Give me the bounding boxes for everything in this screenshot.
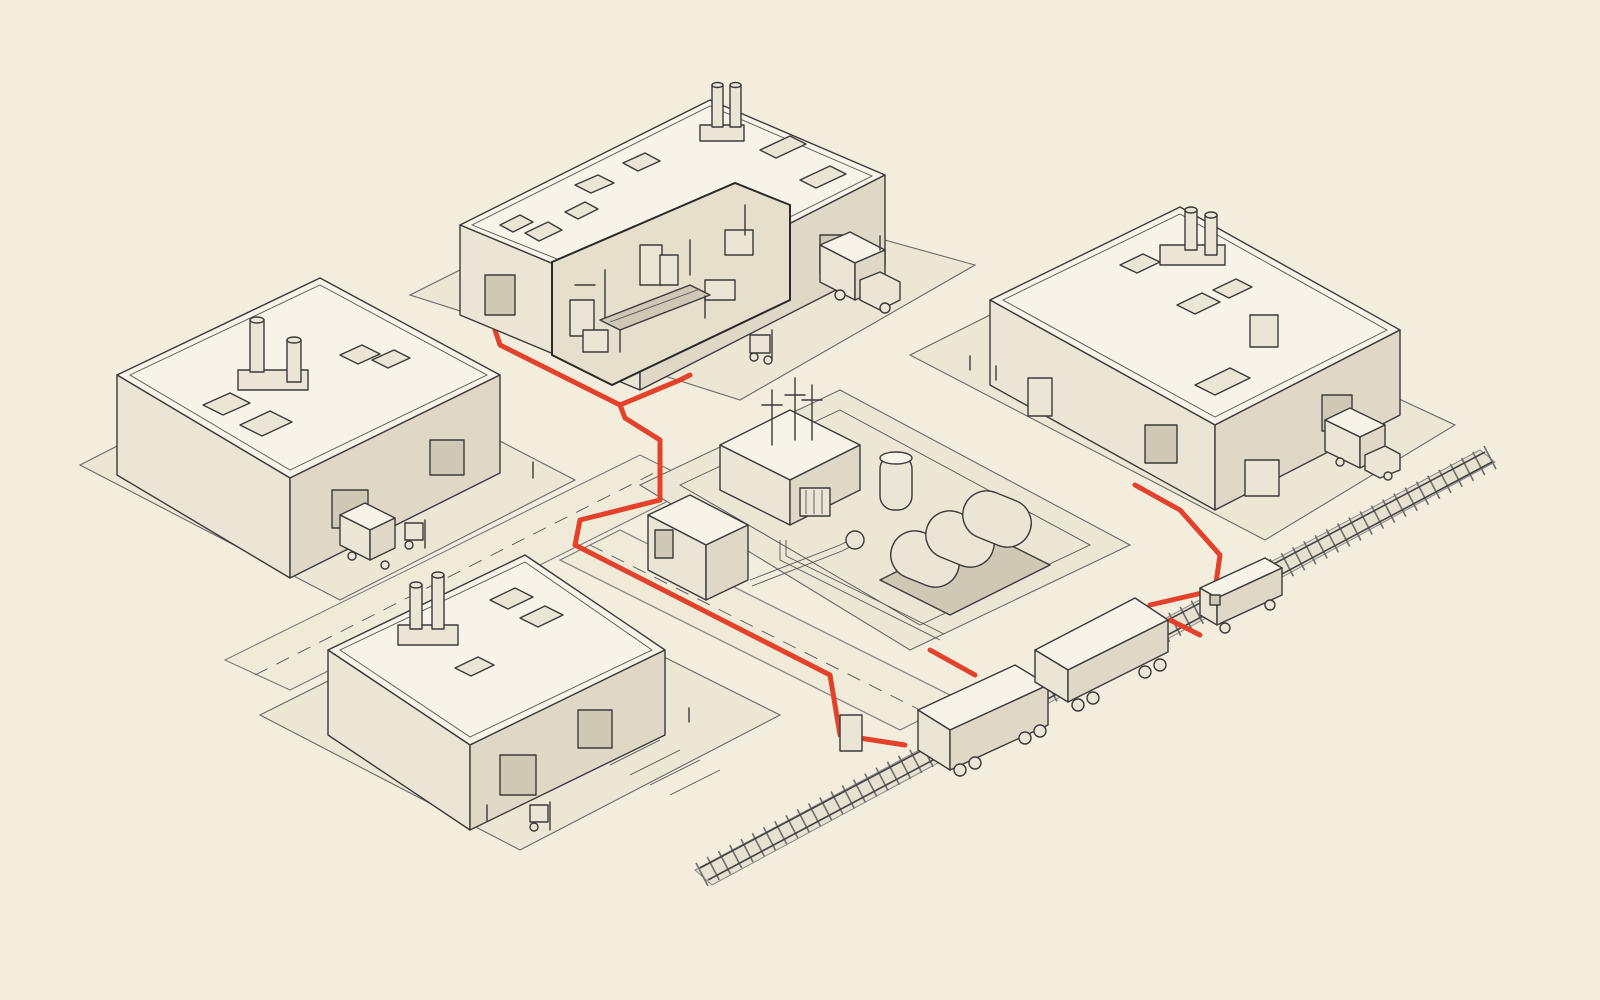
rail-tie bbox=[1325, 529, 1340, 553]
trackside-cabinet bbox=[839, 714, 863, 752]
rooftop-hvac-units bbox=[454, 587, 564, 677]
rail-tie bbox=[1179, 606, 1193, 631]
rail-tie bbox=[864, 773, 878, 798]
roll-up-door bbox=[577, 709, 613, 749]
rail-tie bbox=[1381, 499, 1396, 523]
rail-tie bbox=[762, 826, 777, 851]
rail-tie bbox=[1449, 463, 1463, 488]
rail-tie bbox=[785, 814, 799, 839]
rooftop-stacks bbox=[1159, 206, 1226, 266]
electrical-substation bbox=[719, 377, 861, 526]
insulator-towers bbox=[761, 377, 823, 446]
warehouse-west bbox=[116, 277, 501, 579]
warehouse-east bbox=[989, 206, 1401, 511]
rail-tie bbox=[886, 761, 901, 786]
forklift bbox=[404, 519, 426, 550]
roll-up-door bbox=[1144, 424, 1178, 464]
forklift bbox=[749, 329, 773, 365]
rail-tie bbox=[729, 844, 743, 869]
rail-tie bbox=[774, 820, 788, 845]
hopper-car bbox=[917, 664, 1049, 777]
warehouse-southwest bbox=[327, 554, 721, 831]
rail-tie bbox=[1336, 523, 1351, 547]
rooftop-hvac-units bbox=[499, 135, 847, 242]
road-network bbox=[223, 454, 962, 731]
rail-tie bbox=[796, 809, 811, 833]
pipe-rack bbox=[749, 530, 945, 641]
rail-tie bbox=[717, 850, 732, 875]
vertical-tank bbox=[879, 451, 913, 511]
rail-tie bbox=[706, 856, 720, 881]
hopper-car bbox=[1034, 597, 1169, 712]
electrical-cabinet bbox=[1027, 377, 1053, 417]
box-truck bbox=[819, 231, 901, 314]
rail-tie bbox=[1427, 475, 1441, 500]
rail-tie bbox=[909, 749, 923, 774]
rail-tie bbox=[1415, 481, 1430, 506]
rail-tie bbox=[1483, 445, 1497, 470]
box-truck bbox=[1324, 407, 1401, 481]
rail-tie bbox=[695, 862, 709, 887]
highlight-pipeline-route bbox=[492, 327, 1223, 748]
rail-tie bbox=[897, 755, 912, 780]
rail-tie bbox=[740, 838, 754, 863]
forklift bbox=[529, 801, 551, 832]
rail-tie bbox=[1303, 540, 1317, 565]
rail-tie bbox=[1314, 534, 1328, 559]
rooftop-stacks bbox=[237, 316, 309, 391]
rail-tie bbox=[1291, 546, 1306, 571]
rail-tie bbox=[1280, 552, 1295, 577]
factory-cutaway bbox=[459, 81, 886, 391]
roll-up-door bbox=[484, 274, 516, 316]
rooftop-stacks bbox=[699, 81, 745, 142]
rail-tie bbox=[875, 767, 889, 792]
transformer bbox=[799, 487, 831, 517]
locomotive bbox=[1199, 557, 1283, 634]
roll-up-door bbox=[429, 439, 465, 476]
rail-tie bbox=[1460, 457, 1475, 482]
rail-tie bbox=[1190, 600, 1205, 625]
rail-tie bbox=[1393, 493, 1407, 518]
rail-tie bbox=[1404, 487, 1418, 512]
rail-tie bbox=[1370, 505, 1385, 529]
rooftop-hvac-units bbox=[202, 344, 411, 437]
rooftop-stacks bbox=[397, 571, 459, 646]
bollards bbox=[486, 235, 997, 822]
horizontal-storage-tanks bbox=[879, 490, 1051, 616]
rail-tie bbox=[1359, 511, 1373, 535]
rail-tie bbox=[1472, 451, 1486, 476]
rail-tie bbox=[830, 791, 844, 815]
rail-tie bbox=[852, 779, 867, 803]
rail-tie bbox=[1348, 517, 1362, 541]
box-truck bbox=[339, 502, 396, 570]
rail-tie bbox=[751, 832, 765, 857]
rail-tie bbox=[1438, 469, 1452, 494]
electrical-cabinet bbox=[1244, 459, 1280, 497]
rail-tie bbox=[841, 785, 856, 809]
conveyor bbox=[599, 284, 711, 353]
rooftop-hvac-units bbox=[1119, 253, 1279, 396]
control-building bbox=[647, 494, 749, 601]
parking-lines bbox=[609, 739, 721, 796]
rail-tie bbox=[807, 803, 822, 827]
interior-machinery bbox=[569, 204, 754, 353]
rail-tie bbox=[819, 797, 833, 821]
roll-up-door bbox=[499, 754, 537, 796]
